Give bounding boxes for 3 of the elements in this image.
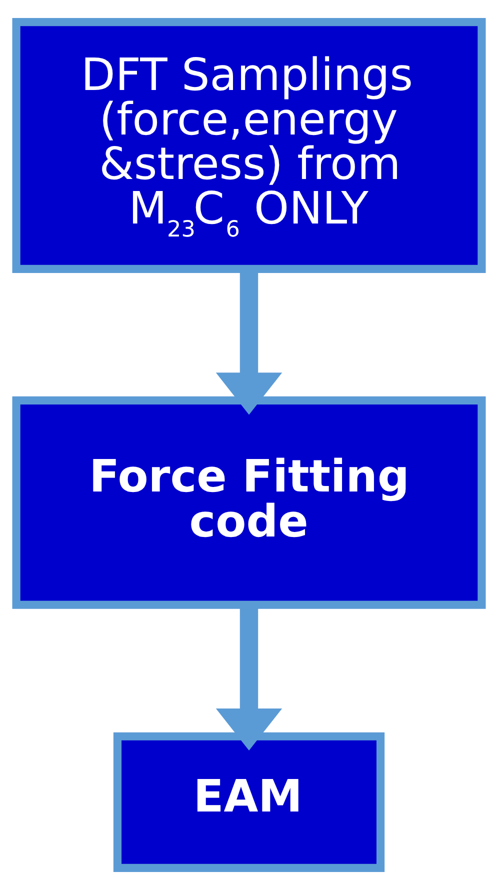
- node-box: DFT Samplings (force,energy &stress) from M$_{23}$C$_{6}$ ONLY: [12, 18, 486, 272]
- node-box: Force Fitting code: [12, 396, 486, 608]
- node-box: EAM: [113, 732, 385, 872]
